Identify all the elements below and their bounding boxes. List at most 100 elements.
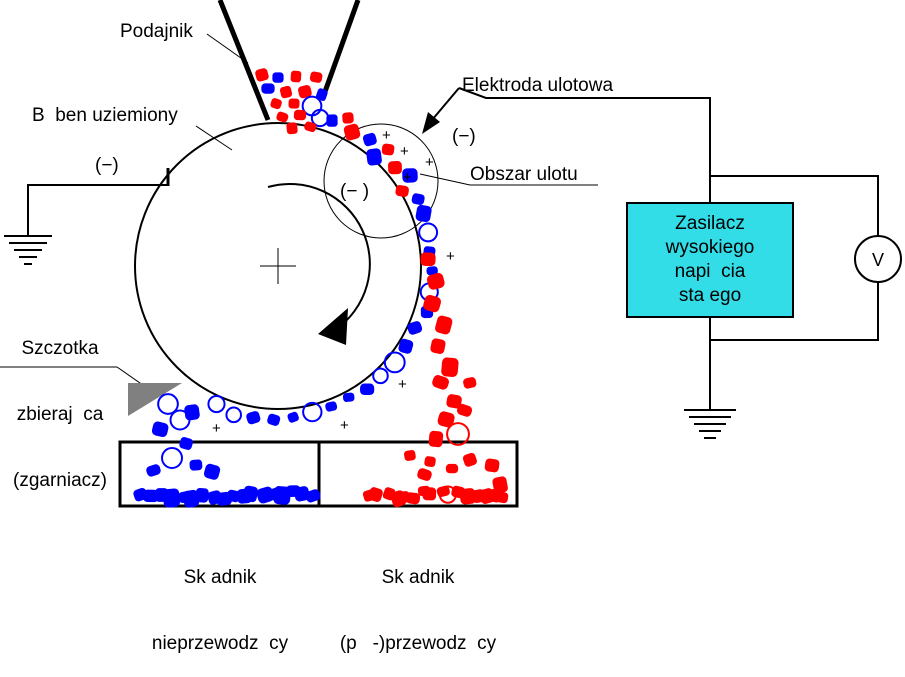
psu-wiring — [458, 87, 879, 410]
conductive-particle — [463, 377, 477, 389]
nonconductive-particle — [398, 338, 414, 354]
voltmeter: V — [854, 235, 902, 283]
nonconductive-particle — [207, 394, 226, 414]
conductive-particle — [424, 456, 436, 468]
brush-label: Szczotka zbieraj ca (zgarniacz) — [13, 338, 107, 491]
conductive-particle — [430, 338, 446, 354]
grounded-drum-label: B ben uziemiony — [32, 105, 178, 126]
nonconductive-particle — [184, 404, 200, 421]
nonconductive-particle — [182, 489, 200, 508]
nonconductive-particle — [360, 383, 375, 395]
nonconductive-particle — [294, 486, 310, 502]
psu-line: wysokiego — [665, 237, 755, 258]
conductive-particle — [342, 112, 354, 124]
feeder-leader — [206, 33, 249, 64]
conductive-particle — [309, 71, 323, 83]
corona-electrode-label: Elektroda ulotowa — [462, 75, 614, 96]
nonconductive-particle — [418, 222, 439, 243]
nonconductive-particle — [246, 411, 261, 425]
nonconductive-particle — [272, 72, 284, 83]
plus-sign: + — [398, 376, 407, 393]
conductive-particle — [276, 111, 289, 123]
nonconductive-particle — [342, 392, 355, 402]
plus-sign: + — [382, 127, 391, 144]
conductive-particle — [441, 357, 459, 377]
nonconductive-particle — [315, 88, 328, 101]
brush-scraper — [128, 383, 182, 416]
electrode-arrow — [422, 87, 460, 134]
conductive-particle — [432, 375, 449, 390]
conductive-particle — [388, 161, 402, 175]
nonconductive-particle — [203, 463, 221, 480]
nonconductive-particle — [362, 132, 377, 147]
nonconductive-particle — [267, 413, 281, 426]
corona-zone-label: Obszar ulotu — [470, 164, 578, 185]
conductive-particle — [459, 488, 476, 505]
power-supply-box: Zasilacz wysokiego napi cia sta ego — [626, 202, 794, 318]
conductive-particle — [404, 450, 416, 461]
conductive-particle — [484, 458, 500, 473]
plus-sign: + — [403, 169, 412, 186]
conductive-particle — [405, 492, 421, 505]
nonconductive-particle — [415, 204, 432, 223]
conductive-particle — [304, 121, 317, 133]
conductive-particle — [423, 294, 442, 313]
conductive-particle — [422, 487, 437, 501]
electrode-polarity-label: (−) — [452, 126, 476, 147]
corona-zone-circle — [323, 123, 439, 239]
nonconductive-particle — [142, 489, 159, 503]
conductive-particle — [457, 403, 473, 417]
nonconductive-particle — [195, 487, 209, 503]
conductive-particle — [437, 411, 455, 428]
plus-signs: + + + + + + + + — [212, 127, 455, 437]
nonconductive-particle — [261, 83, 275, 94]
corona-zone-leader — [419, 173, 471, 186]
nonconductive-particle — [162, 488, 181, 508]
plus-sign: + — [446, 248, 455, 265]
conductive-particle — [288, 98, 300, 109]
conductive-particle — [492, 476, 508, 494]
nonconductive-particle — [157, 393, 179, 415]
conductive-particle — [286, 122, 298, 135]
conductive-particle — [343, 123, 361, 141]
conductive-particle — [428, 430, 444, 448]
conductive-particle — [435, 315, 453, 335]
ground-symbol-left — [4, 235, 52, 265]
drum-polarity-label: (− ) — [340, 181, 370, 202]
conductive-particle — [417, 468, 432, 481]
conductive-particle — [368, 487, 383, 502]
nonconductive-particle — [225, 406, 243, 424]
nonconductive-particle — [242, 485, 258, 503]
plus-sign: + — [212, 420, 221, 437]
conductive-particle — [426, 272, 445, 290]
nonconductive-bin-label: Sk adnik nieprzewodz cy — [151, 567, 289, 654]
conductive-particle — [270, 98, 282, 110]
nonconductive-particle — [402, 168, 418, 183]
conductive-particle — [290, 70, 302, 83]
conductive-particle — [445, 463, 459, 474]
nonconductive-particle — [305, 489, 321, 503]
nonconductive-particle — [326, 114, 338, 127]
plus-sign: + — [425, 154, 434, 171]
conductive-particle — [255, 68, 269, 82]
conductive-particle — [381, 143, 395, 156]
feeder-label: Podajnik — [120, 21, 193, 42]
particle-stream — [133, 68, 509, 508]
nonconductive-particle — [366, 148, 382, 166]
plus-sign: + — [340, 417, 349, 434]
nonconductive-particle — [287, 411, 299, 423]
nonconductive-particle — [325, 401, 338, 412]
conductive-bin-label: Sk adnik (p -)przewodz cy — [339, 567, 497, 654]
conductive-particle — [395, 185, 409, 197]
plus-sign: + — [400, 143, 409, 160]
nonconductive-particle — [151, 421, 169, 438]
conductive-particle — [279, 85, 293, 99]
nonconductive-particle — [383, 351, 406, 374]
psu-line: napi cia — [674, 261, 746, 282]
grounded-drum — [134, 122, 422, 410]
nonconductive-particle — [189, 459, 203, 471]
ground-polarity-label: (−) — [95, 155, 119, 176]
conductive-particle — [420, 252, 436, 267]
psu-line: Zasilacz — [675, 213, 745, 234]
conductive-particle — [496, 491, 509, 504]
